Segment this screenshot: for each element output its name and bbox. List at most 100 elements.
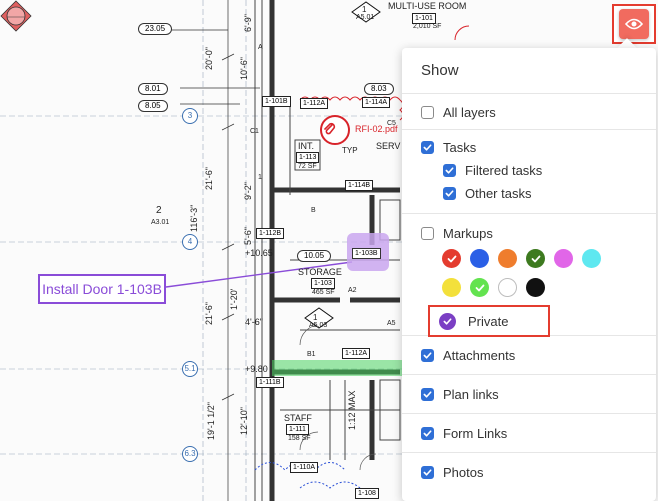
- other-tasks-label: Other tasks: [465, 186, 532, 201]
- markup-color-swatch[interactable]: [582, 249, 601, 268]
- markup-color-swatch[interactable]: [554, 249, 573, 268]
- panel-title: Show: [402, 48, 656, 94]
- section-marker-sheet: A5.03: [309, 322, 328, 329]
- door-tag: 1-108: [355, 488, 379, 499]
- attachments-section: Attachments: [402, 336, 656, 375]
- dimension-label: 8.03: [364, 83, 394, 95]
- dimension-label: 6'-9": [243, 14, 253, 32]
- door-tag: 1-112A: [300, 98, 329, 109]
- checkbox-icon[interactable]: [443, 164, 456, 177]
- room-tag: 1-113: [296, 152, 320, 163]
- form-links-label: Form Links: [443, 426, 508, 441]
- markup-color-swatch[interactable]: [470, 278, 489, 297]
- section-marker-number: 1: [362, 5, 367, 14]
- dimension-label: 8.01: [138, 83, 168, 95]
- door-tag: 1-114A: [362, 97, 391, 108]
- room-label: SERV: [376, 141, 401, 151]
- section-marker-number: 2: [156, 205, 162, 216]
- grid-bubble: 6.3: [182, 446, 198, 462]
- plan-links-section: Plan links: [402, 375, 656, 414]
- marker-label: A5: [387, 320, 396, 327]
- attachments-label: Attachments: [443, 348, 516, 363]
- layer-toggle-highlight: [612, 4, 656, 44]
- checkbox-icon[interactable]: [421, 466, 434, 479]
- room-area: 158 SF: [288, 435, 311, 442]
- form-links-toggle[interactable]: Form Links: [402, 422, 656, 445]
- private-check-icon[interactable]: [439, 312, 456, 330]
- dimension-label: 5'-6": [243, 227, 253, 245]
- task-annotation[interactable]: Install Door 1-103B: [38, 274, 166, 304]
- all-layers-label: All layers: [443, 105, 496, 120]
- dimension-label: 1:12 MAX: [347, 390, 357, 430]
- photos-toggle[interactable]: Photos: [402, 461, 656, 484]
- markup-color-swatch[interactable]: [526, 278, 545, 297]
- room-label: MULTI-USE ROOM: [388, 1, 467, 11]
- checkbox-icon[interactable]: [421, 388, 434, 401]
- markups-label: Markups: [443, 226, 493, 241]
- room-label: STORAGE: [298, 267, 342, 277]
- markup-color-swatch[interactable]: [442, 249, 461, 268]
- dimension-label: 9'-2": [243, 182, 253, 200]
- door-tag: 1-103B: [352, 248, 381, 259]
- filtered-tasks-label: Filtered tasks: [465, 163, 543, 178]
- attachments-toggle[interactable]: Attachments: [402, 344, 656, 367]
- section-marker-icon[interactable]: [0, 0, 32, 32]
- dimension-label: 4'-6": [245, 317, 263, 327]
- door-tag: 1-110A: [290, 462, 319, 473]
- markup-color-swatch[interactable]: [498, 249, 517, 268]
- dimension-label: 20'-0": [204, 47, 214, 70]
- checkbox-icon[interactable]: [421, 106, 434, 119]
- attachment-link[interactable]: RFI-02.pdf: [355, 124, 398, 134]
- markup-color-swatch[interactable]: [470, 249, 489, 268]
- grid-bubble: 3: [182, 108, 198, 124]
- marker-label: C5: [387, 120, 396, 127]
- layer-visibility-button[interactable]: [619, 9, 649, 39]
- paperclip-icon[interactable]: [320, 115, 350, 145]
- markup-color-swatch[interactable]: [526, 249, 545, 268]
- door-tag: 1-112A: [342, 348, 371, 359]
- markup-color-swatch[interactable]: [442, 278, 461, 297]
- checkbox-icon[interactable]: [421, 349, 434, 362]
- marker-label: B1: [307, 351, 316, 358]
- room-area: 72 SF: [298, 163, 317, 170]
- plan-links-toggle[interactable]: Plan links: [402, 383, 656, 406]
- dimension-label: 19'-1 1/2": [206, 402, 216, 440]
- all-layers-section: All layers: [402, 94, 656, 130]
- grid-bubble: 5.1: [182, 361, 198, 377]
- highlight-markup[interactable]: [272, 360, 402, 376]
- room-area: 465 SF: [312, 289, 335, 296]
- markup-color-swatch[interactable]: [498, 278, 517, 297]
- elevation-label: +10.65: [245, 248, 273, 258]
- note-label: TYP: [342, 146, 358, 155]
- other-tasks-toggle[interactable]: Other tasks: [402, 182, 656, 205]
- door-tag: 1-114B: [345, 180, 374, 191]
- room-tag: 1-111: [286, 424, 309, 435]
- private-label: Private: [468, 313, 509, 329]
- dimension-label: 8.05: [138, 100, 168, 112]
- door-tag: 1-112B: [256, 228, 285, 239]
- markups-section: Markups Private: [402, 214, 656, 337]
- checkbox-icon[interactable]: [421, 141, 434, 154]
- markup-color-filters: [402, 245, 656, 297]
- marker-label: A2: [348, 287, 357, 294]
- door-tag: 1-111B: [256, 377, 284, 388]
- form-links-section: Form Links: [402, 414, 656, 453]
- private-markups-toggle[interactable]: Private: [428, 305, 550, 337]
- dimension-label: 10.05: [297, 250, 332, 262]
- eye-icon: [625, 18, 643, 30]
- checkbox-icon[interactable]: [443, 187, 456, 200]
- show-layers-panel: Show All layers Tasks Filtered tasks Oth…: [402, 48, 656, 501]
- dimension-label: 23.05: [138, 23, 173, 35]
- checkbox-icon[interactable]: [421, 227, 434, 240]
- dimension-label: 21'-6": [204, 167, 214, 190]
- room-label: STAFF: [284, 413, 312, 423]
- markups-toggle[interactable]: Markups: [402, 222, 656, 245]
- all-layers-toggle[interactable]: All layers: [402, 101, 656, 124]
- plan-links-label: Plan links: [443, 387, 499, 402]
- checkbox-icon[interactable]: [421, 427, 434, 440]
- door-tag: 1-101B: [262, 96, 291, 107]
- tasks-toggle[interactable]: Tasks: [402, 136, 656, 159]
- filtered-tasks-toggle[interactable]: Filtered tasks: [402, 159, 656, 182]
- dimension-label: 1'-20': [229, 288, 239, 310]
- grid-bubble: 4: [182, 234, 198, 250]
